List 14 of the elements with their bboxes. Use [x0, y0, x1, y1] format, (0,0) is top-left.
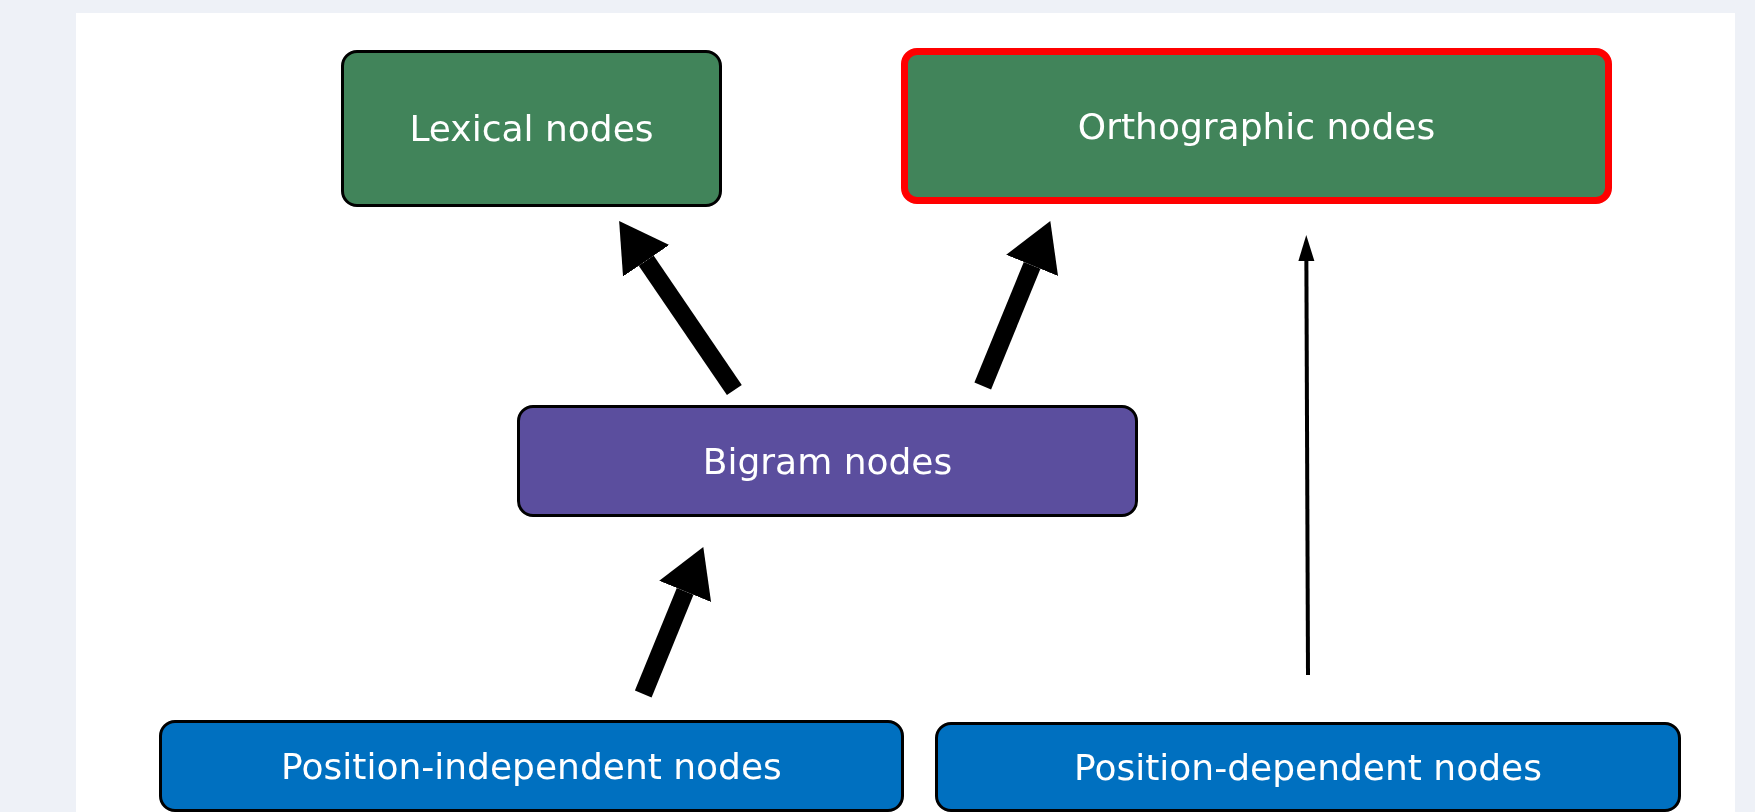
- node-label: Position-dependent nodes: [1074, 746, 1542, 788]
- node-box: [159, 720, 904, 812]
- node-box: [935, 722, 1681, 812]
- node-box: [341, 50, 722, 207]
- node-label: Bigram nodes: [702, 440, 953, 482]
- arrow: [1298, 235, 1315, 675]
- node-box: [901, 48, 1612, 204]
- node-box: [517, 405, 1138, 517]
- arrow: [619, 221, 742, 396]
- node-label: Position-independent nodes: [281, 745, 782, 787]
- node-label: Lexical nodes: [409, 108, 654, 149]
- node-label: Orthographic nodes: [1077, 105, 1436, 147]
- arrow: [634, 547, 712, 698]
- arrow: [974, 221, 1059, 390]
